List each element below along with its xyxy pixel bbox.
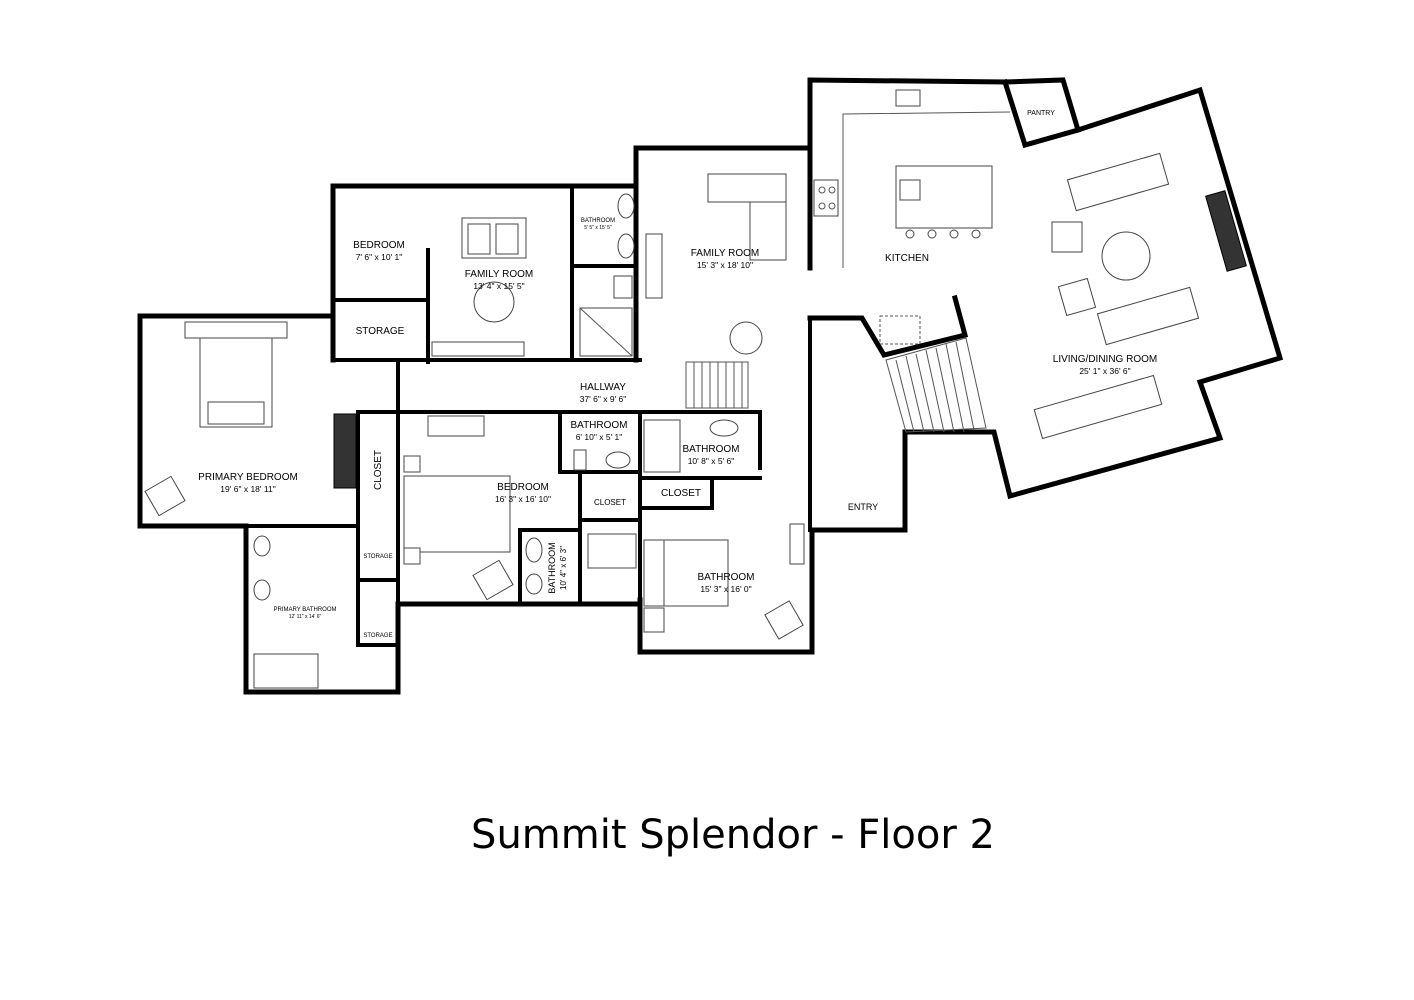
room-dims: 12' 11" x 14' 6" <box>289 614 322 620</box>
room-label: BATHROOM <box>581 218 615 224</box>
room-label: STORAGE <box>356 326 405 337</box>
fireplace <box>333 413 357 489</box>
room-label: BATHROOM <box>697 572 754 583</box>
dining-table <box>1033 374 1163 440</box>
plan-title: Summit Splendor - Floor 2 <box>471 812 995 858</box>
room-label: KITCHEN <box>885 253 929 264</box>
room-label: ENTRY <box>848 502 878 512</box>
room-label: STORAGE <box>363 633 392 639</box>
interior-walls <box>244 184 812 647</box>
exterior-walls <box>137 77 1284 695</box>
living-sofa-bottom <box>1096 286 1200 346</box>
room-label: CLOSET <box>594 498 626 507</box>
room-label: FAMILY ROOM <box>465 269 534 280</box>
room-label: BATHROOM <box>570 420 627 431</box>
room-label: PRIMARY BEDROOM <box>198 472 298 483</box>
room-label: CLOSET <box>661 488 701 499</box>
room-dims: 25' 1" x 36' 6" <box>1079 366 1130 376</box>
main-stairs <box>879 315 987 433</box>
room-dims: 37' 6" x 9' 6" <box>580 394 627 404</box>
middle-bed <box>403 475 511 553</box>
room-label: STORAGE <box>363 554 392 560</box>
room-label: PANTRY <box>1027 110 1055 117</box>
room-dims: 19' 6" x 18' 11" <box>220 484 275 494</box>
living-sofa-top <box>1066 152 1170 212</box>
fireplace-living <box>1205 190 1247 272</box>
room-label: CLOSET <box>373 450 384 490</box>
room-label: LIVING/DINING ROOM <box>1053 354 1157 365</box>
room-label: BEDROOM <box>497 482 549 493</box>
room-label: BATHROOM <box>682 444 739 455</box>
room-dims: 13' 4" x 15' 5" <box>473 281 524 291</box>
hallway-stairs <box>685 361 749 409</box>
large-bath-bed <box>663 539 729 607</box>
bathtub <box>253 653 319 689</box>
room-label: FAMILY ROOM <box>691 248 760 259</box>
room-labels: BEDROOM 7' 6" x 10' 1" FAMILY ROOM 13' 4… <box>198 110 1157 639</box>
room-dims: 16' 3" x 16' 10" <box>495 494 551 504</box>
room-dims: 10' 4" x 6' 3" <box>559 546 568 590</box>
furniture <box>144 89 1247 689</box>
room-dims: 15' 3" x 16' 0" <box>700 584 751 594</box>
room-label: BATHROOM <box>547 542 557 593</box>
room-dims: 7' 6" x 10' 1" <box>356 252 403 262</box>
room-label: PRIMARY BATHROOM <box>273 607 336 613</box>
room-label: HALLWAY <box>580 382 626 393</box>
cooktop <box>813 179 839 217</box>
room-dims: 10' 8" x 5' 6" <box>688 456 735 466</box>
room-dims: 15' 3" x 18' 10" <box>697 260 753 270</box>
room-dims: 6' 10" x 5' 1" <box>576 432 623 442</box>
sectional-sofa <box>707 173 787 203</box>
room-dims: 5' 5" x 15' 5" <box>584 225 612 231</box>
room-label: BEDROOM <box>353 240 405 251</box>
